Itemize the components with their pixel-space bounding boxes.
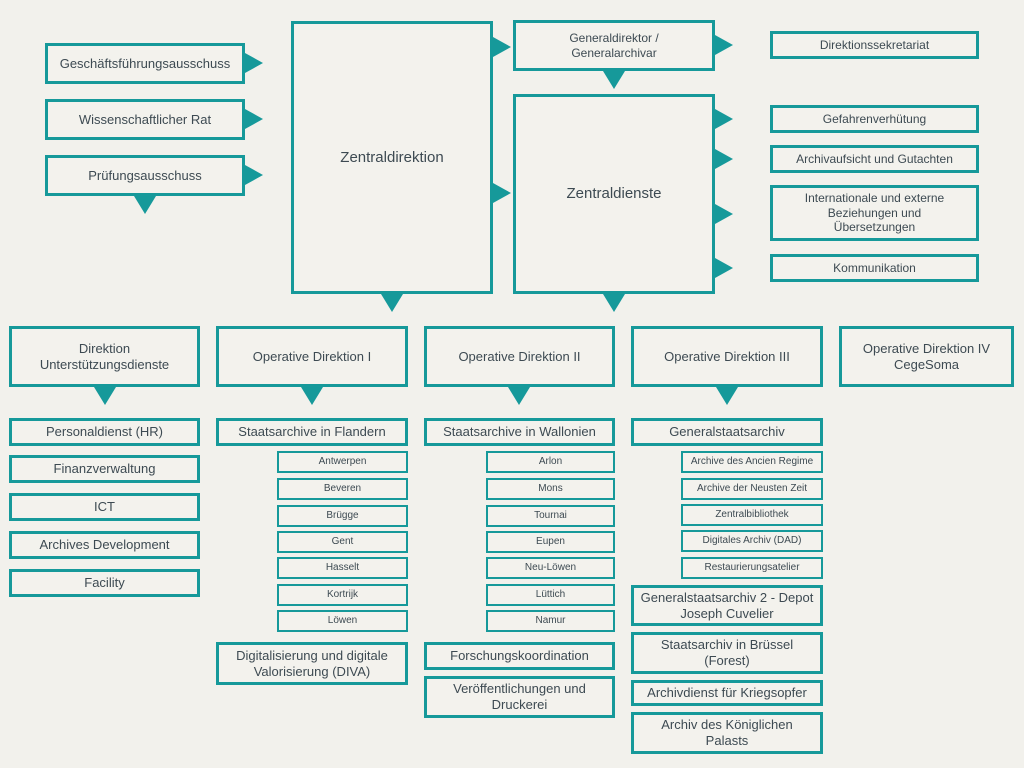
arrow-right-icon — [493, 183, 511, 203]
arrow-right-icon — [715, 258, 733, 278]
arrow-down-icon — [134, 196, 156, 214]
archive-neu-loewen-box: Neu-Löwen — [486, 557, 615, 579]
arrow-down-icon — [603, 294, 625, 312]
arrow-down-icon — [381, 294, 403, 312]
staatsarchiv-bruessel-box: Staatsarchiv in Brüssel (Forest) — [631, 632, 823, 674]
operative-direktion-2-box: Operative Direktion II — [424, 326, 615, 387]
archive-loewen-box: Löwen — [277, 610, 408, 632]
arrow-down-icon — [603, 71, 625, 89]
arrow-right-icon — [245, 109, 263, 129]
operative-direktion-4-box: Operative Direktion IV CegeSoma — [839, 326, 1014, 387]
kommunikation-box: Kommunikation — [770, 254, 979, 282]
archive-mons-box: Mons — [486, 478, 615, 500]
operative-direktion-1-box: Operative Direktion I — [216, 326, 408, 387]
archive-neusten-zeit-box: Archive der Neusten Zeit — [681, 478, 823, 500]
kriegsopfer-box: Archivdienst für Kriegsopfer — [631, 680, 823, 706]
archive-tournai-box: Tournai — [486, 505, 615, 527]
arrow-right-icon — [715, 149, 733, 169]
archive-ancien-regime-box: Archive des Ancien Regime — [681, 451, 823, 473]
archives-development-box: Archives Development — [9, 531, 200, 559]
pruefungsausschuss-box: Prüfungsausschuss — [45, 155, 245, 196]
diva-box: Digitalisierung und digitale Valorisieru… — [216, 642, 408, 685]
archive-namur-box: Namur — [486, 610, 615, 632]
digitales-archiv-box: Digitales Archiv (DAD) — [681, 530, 823, 552]
direktion-unterstuetzungsdienste-box: Direktion Unterstützungsdienste — [9, 326, 200, 387]
internationale-beziehungen-box: Internationale und externe Beziehungen u… — [770, 185, 979, 241]
geschaeftsfuehrungsausschuss-box: Geschäftsführungsausschuss — [45, 43, 245, 84]
staatsarchive-flandern-box: Staatsarchive in Flandern — [216, 418, 408, 446]
arrow-right-icon — [715, 35, 733, 55]
generalstaatsarchiv-2-box: Generalstaatsarchiv 2 - Depot Joseph Cuv… — [631, 585, 823, 626]
zentralbibliothek-box: Zentralbibliothek — [681, 504, 823, 526]
facility-box: Facility — [9, 569, 200, 597]
direktionssekretariat-box: Direktionssekretariat — [770, 31, 979, 59]
personaldienst-box: Personaldienst (HR) — [9, 418, 200, 446]
ict-box: ICT — [9, 493, 200, 521]
archive-kortrijk-box: Kortrijk — [277, 584, 408, 606]
archive-gent-box: Gent — [277, 531, 408, 553]
generalstaatsarchiv-box: Generalstaatsarchiv — [631, 418, 823, 446]
archive-hasselt-box: Hasselt — [277, 557, 408, 579]
koeniglicher-palast-box: Archiv des Königlichen Palasts — [631, 712, 823, 754]
arrow-down-icon — [716, 387, 738, 405]
arrow-right-icon — [715, 109, 733, 129]
finanzverwaltung-box: Finanzverwaltung — [9, 455, 200, 483]
archivaufsicht-box: Archivaufsicht und Gutachten — [770, 145, 979, 173]
gefahrenverhuetung-box: Gefahrenverhütung — [770, 105, 979, 133]
restaurierungsatelier-box: Restaurierungsatelier — [681, 557, 823, 579]
arrow-right-icon — [715, 204, 733, 224]
archive-eupen-box: Eupen — [486, 531, 615, 553]
zentraldirektion-box: Zentraldirektion — [291, 21, 493, 294]
archive-luettich-box: Lüttich — [486, 584, 615, 606]
veroeffentlichungen-box: Veröffentlichungen und Druckerei — [424, 676, 615, 718]
archive-arlon-box: Arlon — [486, 451, 615, 473]
wissenschaftlicher-rat-box: Wissenschaftlicher Rat — [45, 99, 245, 140]
arrow-right-icon — [245, 53, 263, 73]
operative-direktion-3-box: Operative Direktion III — [631, 326, 823, 387]
staatsarchive-wallonien-box: Staatsarchive in Wallonien — [424, 418, 615, 446]
arrow-down-icon — [94, 387, 116, 405]
arrow-down-icon — [301, 387, 323, 405]
zentraldienste-box: Zentraldienste — [513, 94, 715, 294]
generaldirektor-box: Generaldirektor / Generalarchivar — [513, 20, 715, 71]
arrow-right-icon — [493, 37, 511, 57]
forschungskoordination-box: Forschungskoordination — [424, 642, 615, 670]
arrow-right-icon — [245, 165, 263, 185]
archive-beveren-box: Beveren — [277, 478, 408, 500]
archive-bruegge-box: Brügge — [277, 505, 408, 527]
arrow-down-icon — [508, 387, 530, 405]
archive-antwerpen-box: Antwerpen — [277, 451, 408, 473]
